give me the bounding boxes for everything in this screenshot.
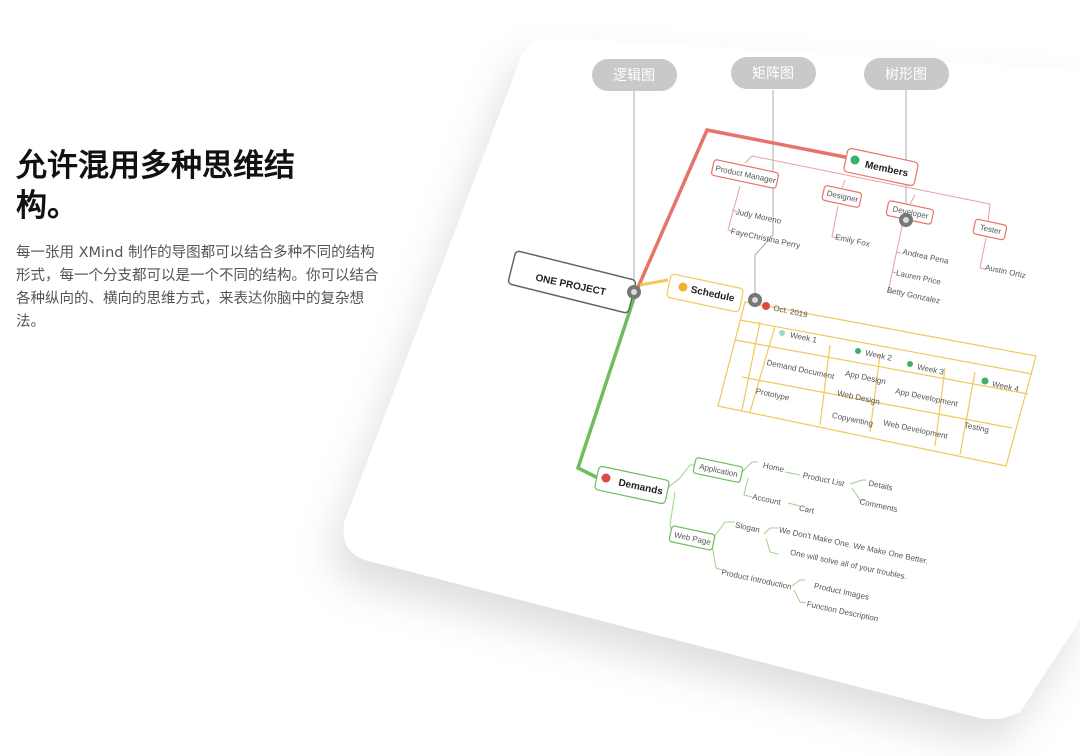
progress-icon: [779, 330, 785, 336]
progress-icon: [855, 348, 861, 354]
members-icon: [850, 155, 860, 165]
calendar-icon: [762, 302, 770, 310]
callout-logic-chart: 逻辑图: [592, 59, 677, 91]
demand-item: Home: [762, 461, 785, 474]
demand-item: Cart: [798, 504, 815, 516]
feature-title: 允许混用多种思维结构。: [16, 148, 295, 224]
role-label: Tester: [979, 223, 1003, 236]
feature-description: 每一张用 XMind 制作的导图都可以结合多种不同的结构形式，每一个分支都可以是…: [16, 245, 379, 330]
callout-tree-chart: 树形图: [864, 58, 949, 90]
connector-knob-icon: [627, 213, 913, 307]
demands-icon: [601, 473, 611, 483]
tilted-card: [343, 37, 1080, 720]
progress-icon: [907, 361, 913, 367]
callout-matrix: 矩阵图: [731, 57, 816, 89]
progress-icon: [981, 377, 989, 385]
svg-text:树形图: 树形图: [885, 67, 927, 83]
schedule-icon: [678, 282, 688, 292]
svg-text:矩阵图: 矩阵图: [752, 66, 794, 82]
svg-text:逻辑图: 逻辑图: [613, 68, 655, 84]
